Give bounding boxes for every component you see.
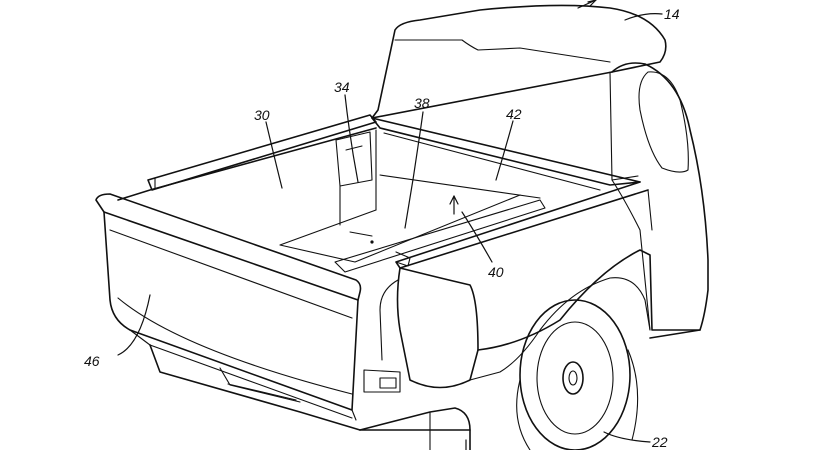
label-34: 34 xyxy=(334,79,350,95)
leader-lines xyxy=(117,0,663,450)
label-42: 42 xyxy=(506,106,522,122)
label-46: 46 xyxy=(84,353,100,369)
cab xyxy=(371,4,709,339)
tailgate-46 xyxy=(95,193,362,421)
bed-rail-left xyxy=(147,114,381,191)
label-22: 22 xyxy=(651,434,668,450)
bed-interior xyxy=(117,127,546,273)
label-14: 14 xyxy=(664,6,680,22)
bumper xyxy=(149,344,471,450)
body-side xyxy=(469,189,701,381)
rear-wheel xyxy=(516,299,639,450)
bulkhead-34 xyxy=(335,129,377,211)
bed-rail-right xyxy=(371,117,649,269)
label-38: 38 xyxy=(414,95,430,111)
rear-corner-taillight xyxy=(379,267,479,389)
label-40: 40 xyxy=(488,264,504,280)
reference-labels: 14 30 34 38 42 40 46 22 xyxy=(84,6,680,450)
label-30: 30 xyxy=(254,107,270,123)
